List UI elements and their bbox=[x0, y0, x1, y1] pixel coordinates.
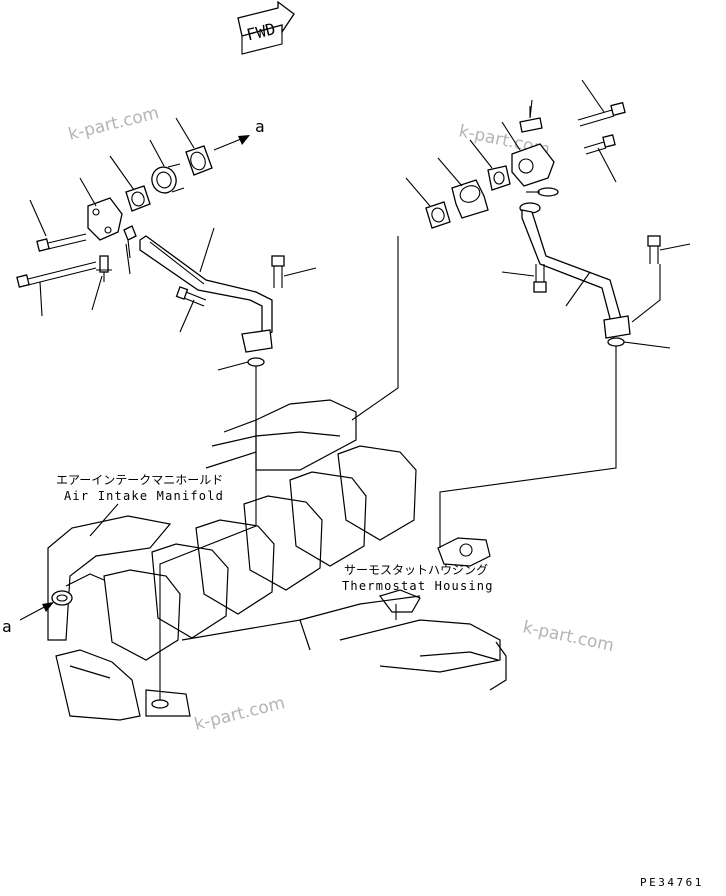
o-ring-right bbox=[607, 337, 625, 347]
watermark: k-part.com bbox=[192, 693, 287, 735]
water-connector-block bbox=[87, 197, 137, 241]
bolt-lower bbox=[16, 261, 97, 288]
right-connector-assembly bbox=[351, 79, 691, 548]
bolt-right-long bbox=[577, 101, 626, 127]
bolt-vertical-far-right bbox=[647, 235, 661, 264]
o-ring-left bbox=[247, 357, 265, 367]
air-intake-manifold-en: Air Intake Manifold bbox=[64, 489, 224, 503]
callout-a-top: a bbox=[255, 117, 265, 136]
fwd-direction-arrow: FWD bbox=[237, 0, 295, 55]
water-tube-left bbox=[139, 235, 273, 353]
callout-a-left: a bbox=[2, 617, 12, 636]
intake-port bbox=[51, 590, 73, 606]
sensor-plug bbox=[96, 255, 112, 282]
left-connector-assembly: a bbox=[16, 117, 317, 526]
engine-block bbox=[19, 399, 507, 721]
thermostat-cover bbox=[511, 143, 555, 187]
bolt-upper bbox=[36, 233, 87, 252]
diagram-code: PE34761 bbox=[640, 876, 704, 889]
o-ring-right-top bbox=[537, 187, 559, 197]
air-intake-manifold-jp: エアーインテークマニホールド bbox=[56, 473, 223, 487]
elbow-fitting bbox=[151, 163, 185, 194]
bolt-vertical-right bbox=[533, 264, 547, 293]
bolt-right-short bbox=[583, 134, 616, 155]
elbow-fitting-right bbox=[451, 179, 489, 219]
gasket-middle bbox=[125, 185, 151, 212]
water-tube-right bbox=[519, 202, 631, 339]
watermark: k-part.com bbox=[66, 103, 161, 145]
gasket-right-middle bbox=[487, 165, 511, 191]
thermostat-housing-jp: サーモスタットハウジング bbox=[344, 563, 488, 577]
label-air-intake-manifold: エアーインテークマニホールド Air Intake Manifold bbox=[56, 473, 224, 503]
gasket-right-outer bbox=[425, 201, 451, 229]
thermostat-housing-en: Thermostat Housing bbox=[342, 579, 494, 593]
watermark: k-part.com bbox=[521, 617, 616, 656]
bolt-tube-left bbox=[175, 286, 207, 307]
bolt-vertical-left bbox=[271, 255, 285, 288]
label-thermostat-housing: サーモスタットハウジング Thermostat Housing bbox=[342, 563, 494, 593]
gasket-outer bbox=[185, 145, 213, 176]
